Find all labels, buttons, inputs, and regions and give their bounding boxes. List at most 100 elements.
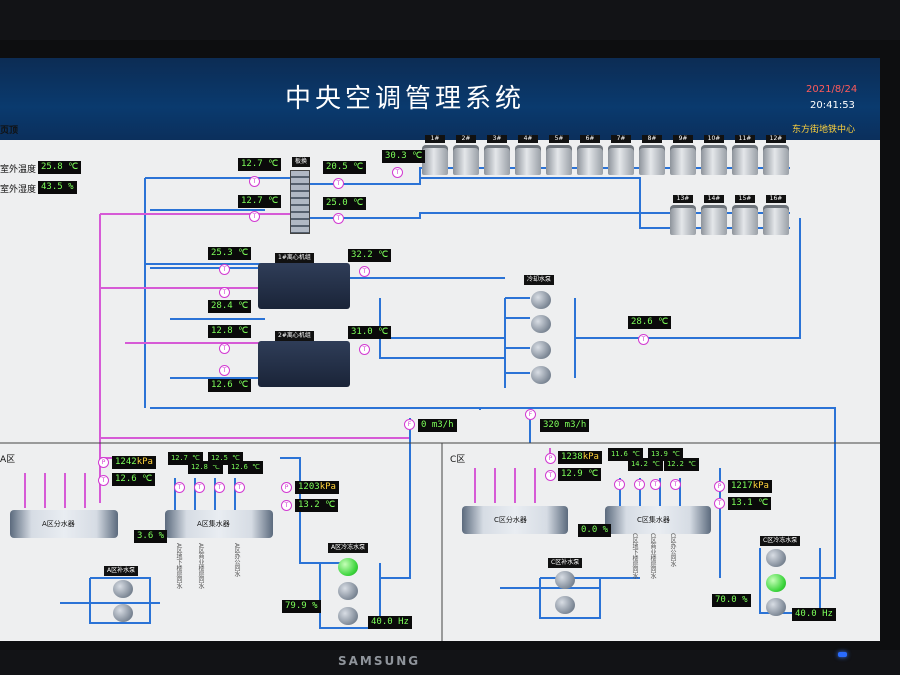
location-text: 东方街地铁中心	[792, 125, 856, 135]
sensor-icon[interactable]: T	[638, 334, 649, 345]
scada-screen: 中央空调管理系统 2021/8/24 20:41:53 东方街地铁中心 页顶 室…	[0, 58, 880, 641]
flow-sensor-icon[interactable]: F	[525, 409, 536, 420]
sensor-icon[interactable]: T	[194, 482, 205, 493]
cooling-tower-icon	[639, 145, 665, 175]
zone-a-branch-label-1: A区地下楼层回水	[175, 543, 182, 590]
sensor-icon[interactable]: T	[174, 482, 185, 493]
zoneC-branch-temp: 13.9 ℃	[648, 448, 683, 461]
sensor-icon[interactable]: T	[714, 498, 725, 509]
chiller-1[interactable]	[258, 263, 350, 309]
cooling-tower[interactable]: 13#	[670, 195, 696, 235]
flow-sensor-icon[interactable]: F	[404, 419, 415, 430]
cooling-tower[interactable]: 16#	[763, 195, 789, 235]
zone-a-pressure-2: 1203kPa	[295, 481, 339, 494]
cooling-tower[interactable]: 4#	[515, 135, 541, 175]
zone-a-chilled-pump[interactable]	[338, 558, 358, 576]
chiller1-outlet-temp: 28.4 ℃	[208, 300, 252, 313]
cooling-tower[interactable]: 9#	[670, 135, 696, 175]
sensor-icon[interactable]: T	[545, 470, 556, 481]
zone-c-temp-2: 13.1 ℃	[728, 497, 772, 510]
sensor-icon[interactable]: T	[219, 287, 230, 298]
zone-a-return-header[interactable]: A区集水器	[165, 510, 273, 538]
sensor-icon[interactable]: P	[98, 457, 109, 468]
sensor-icon[interactable]: T	[634, 479, 645, 490]
cooling-tower[interactable]: 10#	[701, 135, 727, 175]
cooling-tower-icon	[670, 205, 696, 235]
zone-a-chilled-pump[interactable]	[338, 582, 358, 600]
zone-a-pressure-1: 1242kPa	[112, 456, 156, 469]
sensor-icon[interactable]: T	[333, 213, 344, 224]
cooling-pump[interactable]	[531, 291, 551, 309]
chiller1-condenser-temp: 32.2 ℃	[348, 249, 392, 262]
cooling-pump[interactable]	[531, 341, 551, 359]
zone-c-chilled-pump[interactable]	[766, 574, 786, 592]
cooling-tower-icon	[546, 145, 572, 175]
cooling-pump[interactable]	[531, 366, 551, 384]
zone-c-chilled-pump[interactable]	[766, 549, 786, 567]
sensor-icon[interactable]: T	[359, 344, 370, 355]
cooling-pump[interactable]	[531, 315, 551, 333]
sensor-icon[interactable]: T	[219, 365, 230, 376]
cooling-tower[interactable]: 3#	[484, 135, 510, 175]
sensor-icon[interactable]: T	[333, 178, 344, 189]
sensor-icon[interactable]: T	[219, 343, 230, 354]
sensor-icon[interactable]: T	[650, 479, 661, 490]
zone-c-label: C区	[450, 455, 466, 465]
zone-a-makeup-pump[interactable]	[113, 580, 133, 598]
chiller2-outlet-temp: 12.6 ℃	[208, 379, 252, 392]
left-header: 页顶	[0, 126, 19, 136]
zone-c-supply-header[interactable]: C区分水器	[462, 506, 568, 534]
zone-c-branch-label-3: C区办公回水	[669, 533, 676, 568]
cooling-tower[interactable]: 7#	[608, 135, 634, 175]
sensor-icon[interactable]: P	[545, 453, 556, 464]
cooling-tower-icon	[515, 145, 541, 175]
zone-c-branch-label-2: C区商业楼层回水	[649, 533, 656, 580]
sensor-icon[interactable]: P	[714, 481, 725, 492]
zone-a-supply-header[interactable]: A区分水器	[10, 510, 118, 538]
cooling-tower-label: 3#	[487, 135, 507, 143]
cooling-tower[interactable]: 8#	[639, 135, 665, 175]
cooling-tower-icon	[763, 205, 789, 235]
zone-c-temp-1: 12.9 ℃	[558, 468, 602, 481]
zone-a-label: A区	[0, 455, 16, 465]
cooling-tower-icon	[577, 145, 603, 175]
sensor-icon[interactable]: T	[281, 500, 292, 511]
zone-a-chilled-pump[interactable]	[338, 607, 358, 625]
sensor-icon[interactable]: T	[219, 264, 230, 275]
cooling-tower[interactable]: 14#	[701, 195, 727, 235]
zone-c-makeup-pump[interactable]	[555, 571, 575, 589]
sensor-icon[interactable]: T	[249, 211, 260, 222]
zone-a-supply-header-label: A区分水器	[42, 520, 75, 528]
zone-a-branch-label-2: A区商业楼层回水	[197, 543, 204, 590]
cooling-tower-icon	[453, 145, 479, 175]
zone-c-return-header[interactable]: C区集水器	[605, 506, 711, 534]
cooling-tower[interactable]: 1#	[422, 135, 448, 175]
chiller2-inlet-temp: 12.8 ℃	[208, 325, 252, 338]
sensor-icon[interactable]: T	[98, 475, 109, 486]
zone-a-valve-opening: 3.6 %	[134, 530, 168, 543]
cooling-tower[interactable]: 11#	[732, 135, 758, 175]
chiller-2[interactable]	[258, 341, 350, 387]
zone-c-chilled-pump[interactable]	[766, 598, 786, 616]
heat-exchanger[interactable]	[290, 170, 310, 234]
sensor-icon[interactable]: T	[214, 482, 225, 493]
chiller2-condenser-temp: 31.0 ℃	[348, 326, 392, 339]
sensor-icon[interactable]: T	[234, 482, 245, 493]
sensor-icon[interactable]: P	[281, 482, 292, 493]
zone-a-makeup-pump[interactable]	[113, 604, 133, 622]
sensor-icon[interactable]: T	[392, 167, 403, 178]
exchanger-outlet-temp-top: 20.5 ℃	[323, 161, 367, 174]
sensor-icon[interactable]: T	[249, 176, 260, 187]
sensor-icon[interactable]: T	[359, 266, 370, 277]
cooling-tower[interactable]: 5#	[546, 135, 572, 175]
zone-c-branch-label-1: C区地下楼层回水	[631, 533, 638, 580]
sensor-icon[interactable]: T	[670, 479, 681, 490]
cooling-tower[interactable]: 2#	[453, 135, 479, 175]
zone-c-makeup-pump[interactable]	[555, 596, 575, 614]
cooling-pumps-label: 冷却水泵	[524, 275, 555, 285]
cooling-tower[interactable]: 6#	[577, 135, 603, 175]
cooling-tower[interactable]: 15#	[732, 195, 758, 235]
cooling-tower[interactable]: 12#	[763, 135, 789, 175]
time-text: 20:41:53	[810, 100, 855, 111]
sensor-icon[interactable]: T	[614, 479, 625, 490]
